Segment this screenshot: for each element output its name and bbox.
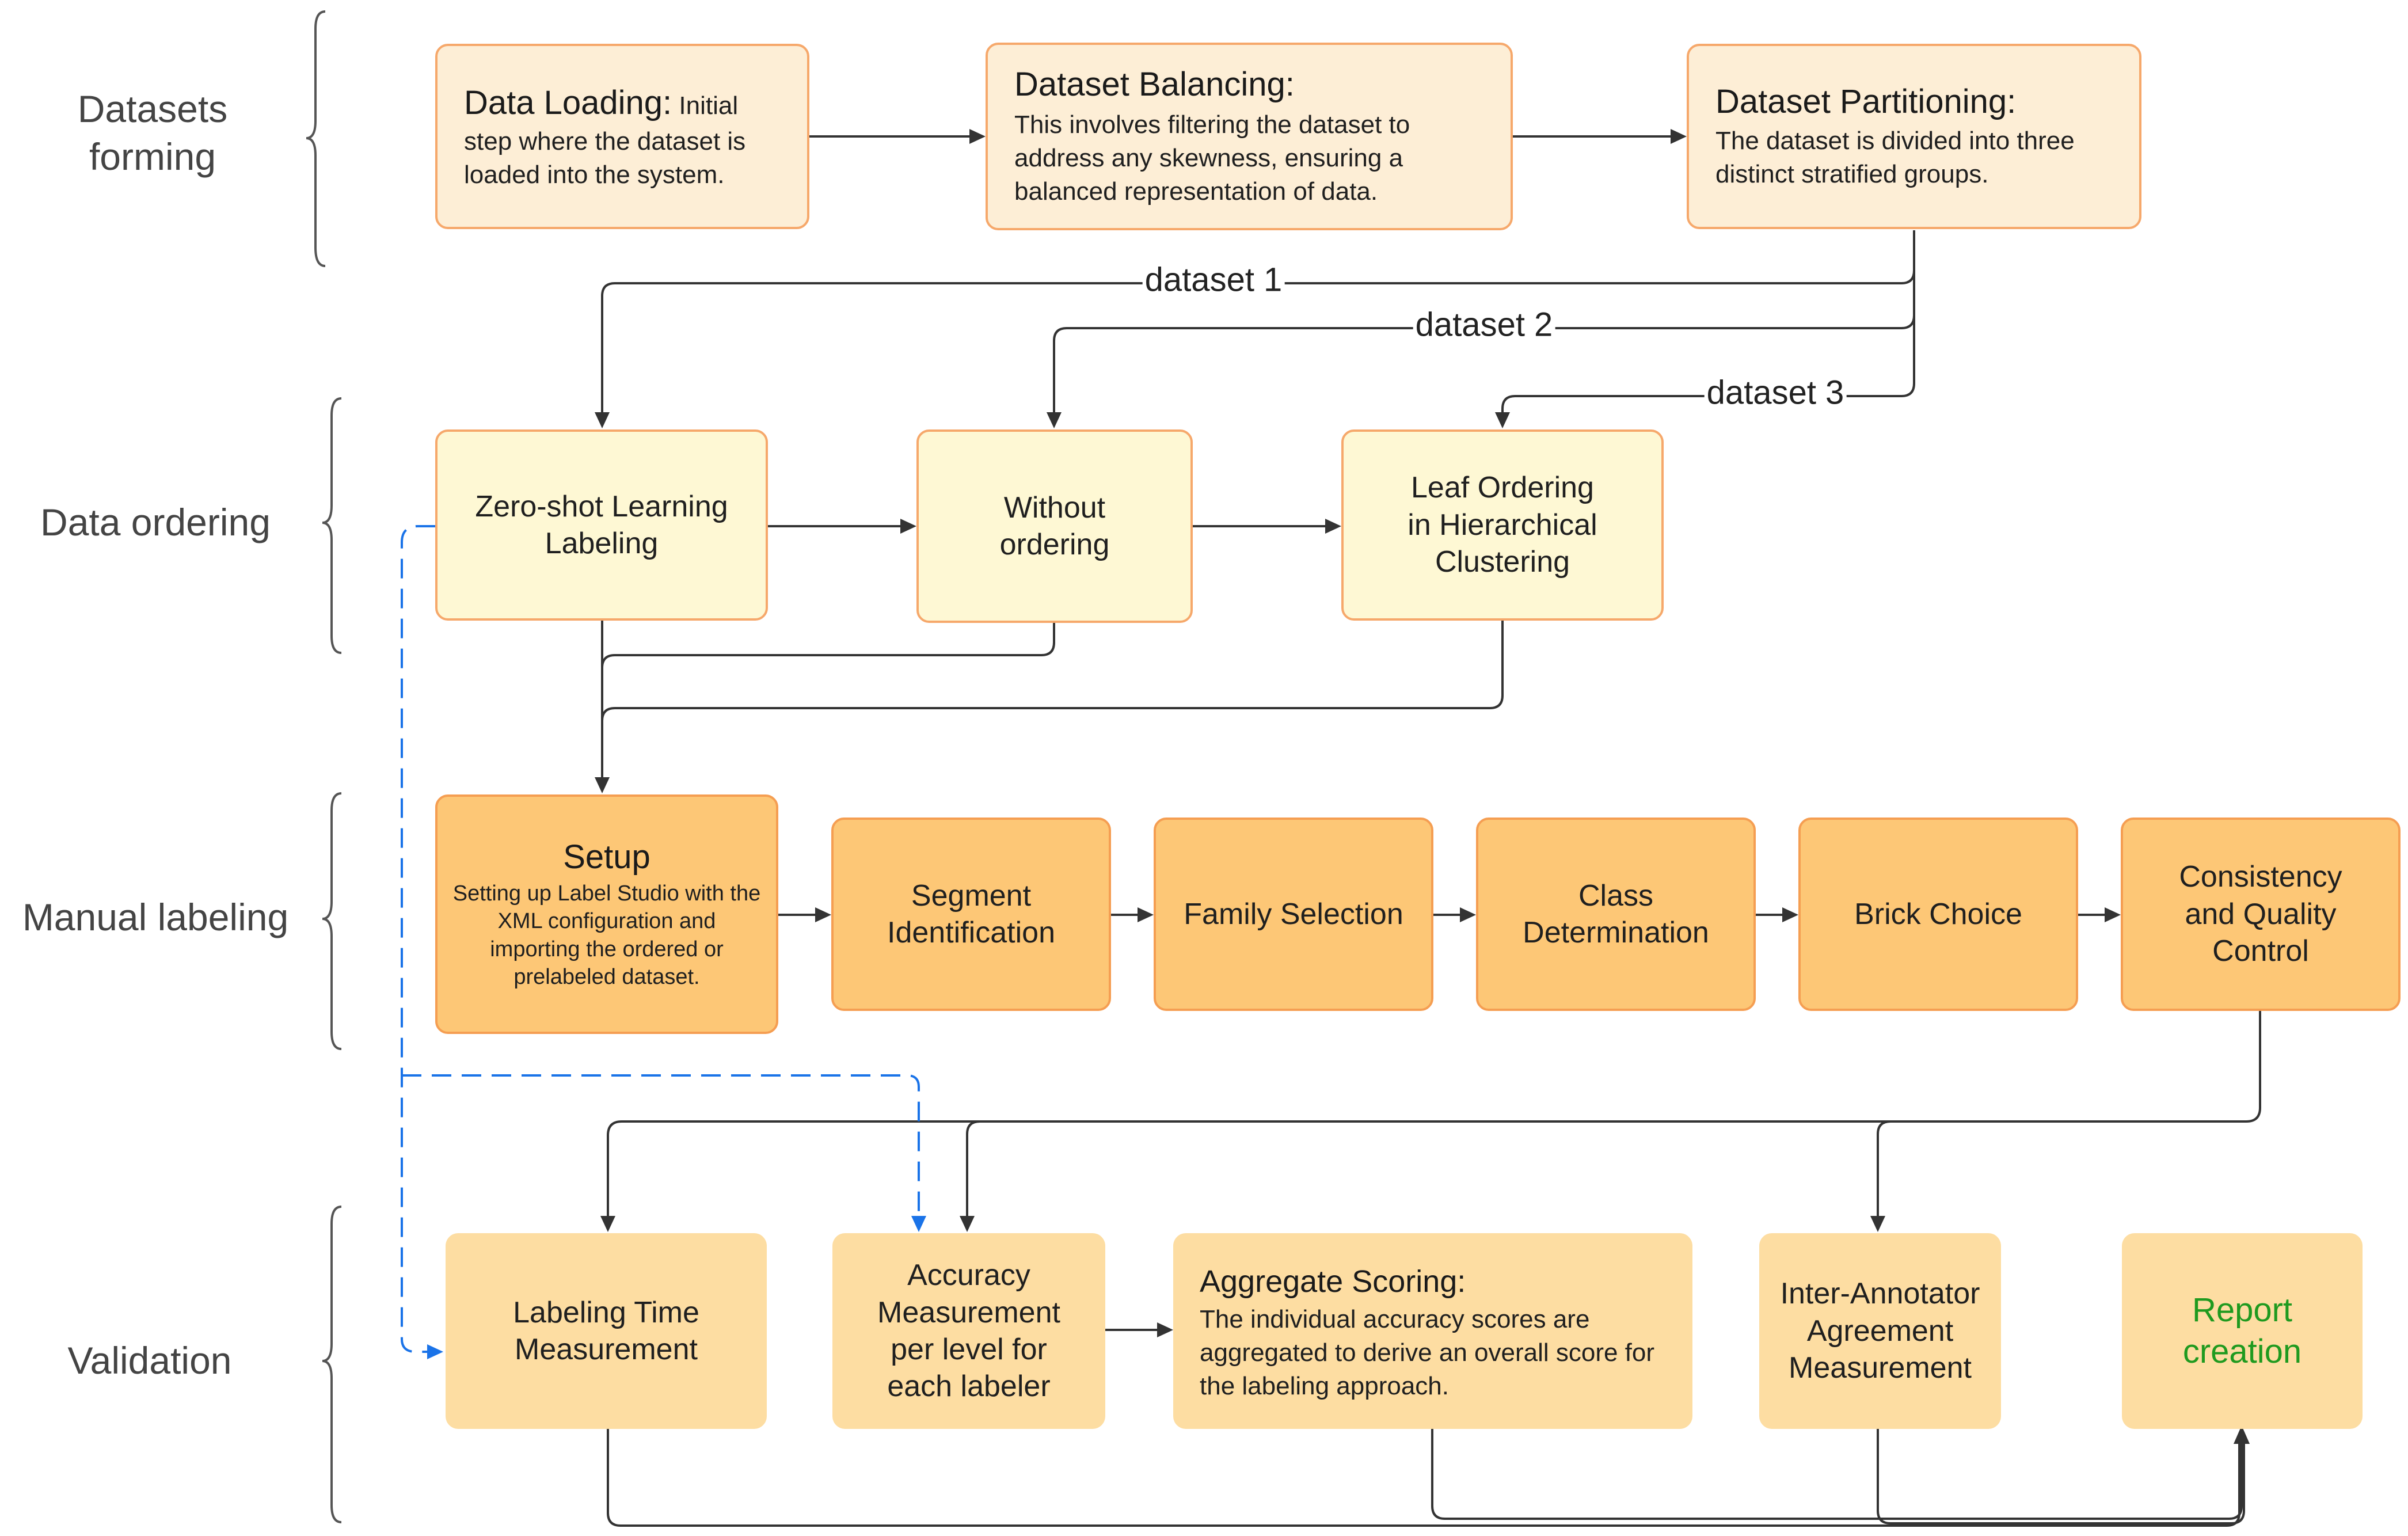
accuracy-measurement-label: Accuracy Measurement per level for each …: [877, 1259, 1060, 1404]
labeling-time-label: Labeling Time Measurement: [513, 1295, 699, 1366]
aggregate-scoring-title: Aggregate Scoring:: [1200, 1264, 1466, 1299]
arrowhead: [595, 412, 610, 428]
arrowhead: [1047, 412, 1062, 428]
arrowhead: [595, 777, 610, 793]
arrowhead: [1460, 907, 1476, 922]
edge-label-dataset-2: dataset 2: [1413, 305, 1555, 344]
node-segment-identification: Segment Identification: [831, 818, 1111, 1011]
setup-text: Setting up Label Studio with the XML con…: [452, 881, 761, 990]
node-report-creation: Report creation: [2122, 1233, 2363, 1429]
node-setup: Setup Setting up Label Studio with the X…: [435, 794, 778, 1034]
arrowhead: [1495, 412, 1510, 428]
consistency-quality-label: Consistency and Quality Control: [2179, 860, 2342, 968]
dataset-balancing-text: This involves filtering the dataset to a…: [1014, 110, 1410, 206]
dashed-edge-zeroshot-to-accuracy: [402, 1074, 920, 1219]
arrowhead: [815, 907, 831, 922]
arrowhead: [2105, 907, 2121, 922]
arrowhead: [1782, 907, 1798, 922]
phase-data-ordering: Data ordering: [40, 501, 271, 543]
edge-labeling-time-to-report: [607, 1429, 2240, 1527]
dataset-partitioning-title: Dataset Partitioning:: [1715, 83, 2017, 121]
data-loading-body: Data Loading: Initial step where the dat…: [464, 81, 781, 192]
node-zero-shot-labeling: Zero-shot Learning Labeling: [435, 429, 768, 621]
data-loading-text: Initial step where the dataset is loaded…: [464, 91, 746, 189]
node-leaf-ordering: Leaf Ordering in Hierarchical Clustering: [1341, 429, 1664, 621]
without-ordering-label: Without ordering: [999, 491, 1110, 561]
setup-title: Setup: [563, 838, 650, 876]
dashed-edge-zeroshot-to-validation: [401, 525, 435, 1353]
node-consistency-quality: Consistency and Quality Control: [2121, 818, 2401, 1011]
dataset-balancing-title: Dataset Balancing:: [1014, 66, 1295, 104]
segment-identification-label: Segment Identification: [887, 879, 1055, 949]
node-aggregate-scoring: Aggregate Scoring: The individual accura…: [1173, 1233, 1692, 1429]
node-data-loading: Data Loading: Initial step where the dat…: [435, 44, 809, 229]
arrowhead: [911, 1216, 926, 1232]
arrowhead: [2234, 1425, 2250, 1444]
brace-data-ordering: [322, 397, 342, 654]
zero-shot-label: Zero-shot Learning Labeling: [475, 489, 728, 560]
phase-manual-labeling: Manual labeling: [22, 896, 289, 938]
node-class-determination: Class Determination: [1476, 818, 1756, 1011]
brace-validation: [322, 1206, 342, 1523]
edge-to-accuracy: [966, 1120, 980, 1219]
phase-datasets-forming: Datasets forming: [77, 88, 228, 178]
node-brick-choice: Brick Choice: [1798, 818, 2078, 1011]
class-determination-label: Class Determination: [1523, 879, 1709, 949]
node-labeling-time: Labeling Time Measurement: [446, 1233, 767, 1429]
edge-leaf-to-setup: [601, 621, 1504, 721]
dataset-partitioning-text: The dataset is divided into three distin…: [1715, 126, 2075, 188]
edge-label-dataset-3: dataset 3: [1704, 373, 1847, 412]
family-selection-label: Family Selection: [1184, 897, 1403, 931]
edge-inter-annotator-to-report: [1877, 1429, 2245, 1524]
report-creation-label: Report creation: [2182, 1291, 2302, 1370]
node-inter-annotator: Inter-Annotator Agreement Measurement: [1759, 1233, 2001, 1429]
arrowhead: [427, 1344, 443, 1359]
inter-annotator-label: Inter-Annotator Agreement Measurement: [1780, 1277, 1980, 1385]
node-accuracy-measurement: Accuracy Measurement per level for each …: [832, 1233, 1105, 1429]
brick-choice-label: Brick Choice: [1854, 897, 2022, 931]
arrowhead: [1138, 907, 1154, 922]
brace-manual-labeling: [322, 792, 342, 1050]
arrowhead: [1157, 1322, 1173, 1337]
arrowhead: [969, 129, 986, 144]
aggregate-scoring-text: The individual accuracy scores are aggre…: [1200, 1305, 1655, 1400]
arrowhead: [1671, 129, 1687, 144]
edge-without-to-setup: [601, 621, 1055, 668]
arrowhead: [1325, 519, 1341, 534]
leaf-ordering-label: Leaf Ordering in Hierarchical Clustering: [1407, 471, 1597, 579]
brace-datasets-forming: [306, 10, 326, 267]
node-without-ordering: Without ordering: [916, 429, 1193, 623]
edge-aggregate-to-report: [1431, 1429, 2243, 1520]
data-loading-title: Data Loading:: [464, 83, 672, 121]
arrowhead: [960, 1216, 975, 1232]
edge-label-dataset-1: dataset 1: [1142, 260, 1285, 299]
arrowhead: [1870, 1216, 1885, 1232]
arrowhead: [900, 519, 916, 534]
node-dataset-balancing: Dataset Balancing: This involves filteri…: [986, 43, 1513, 230]
node-dataset-partitioning: Dataset Partitioning: The dataset is div…: [1687, 44, 2141, 229]
node-family-selection: Family Selection: [1154, 818, 1433, 1011]
arrowhead: [600, 1216, 615, 1232]
phase-validation: Validation: [67, 1339, 232, 1382]
edge-consistency-to-validation: [607, 1011, 2261, 1219]
edge-to-inter-annotator: [1877, 1120, 1891, 1219]
